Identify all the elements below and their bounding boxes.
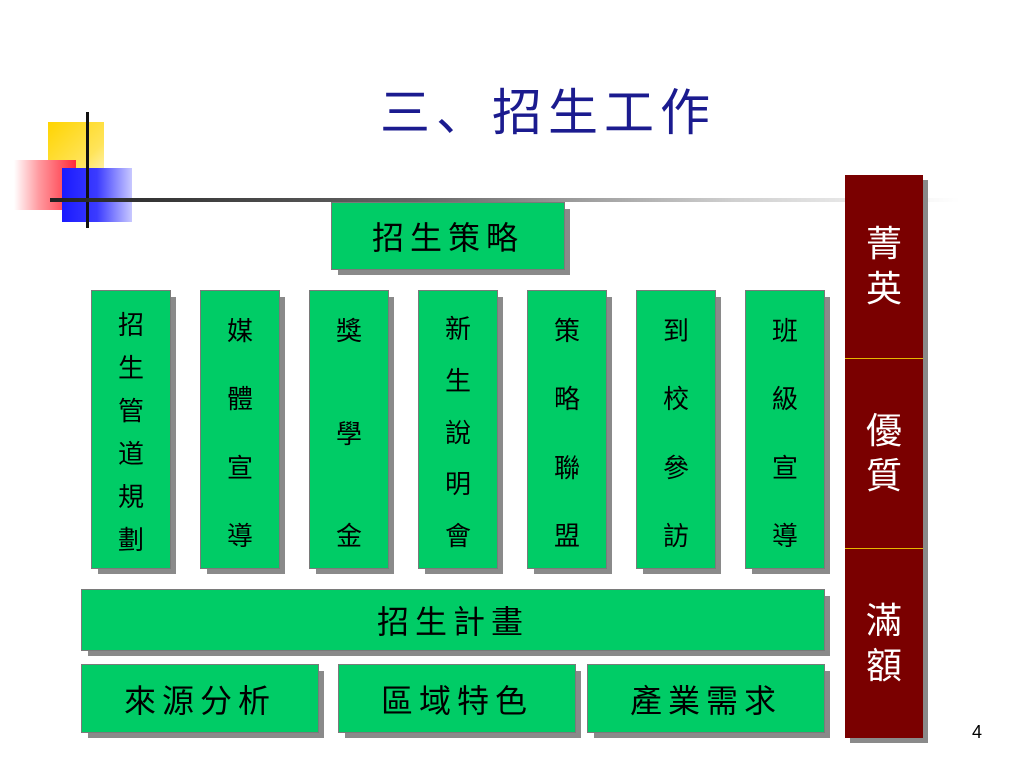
column-5: 到 校 參 訪 xyxy=(636,290,716,569)
strategy-label: 招生策略 xyxy=(371,219,524,257)
column-0: 招 生 管 道 規 劃 xyxy=(91,290,171,569)
bottom-box-label: 來源分析 xyxy=(123,681,276,720)
column-4: 策 略 聯 盟 xyxy=(527,290,607,569)
column-char: 參 xyxy=(662,453,689,484)
strategy-box: 招生策略 xyxy=(331,202,565,270)
column-char: 規 xyxy=(117,483,144,513)
column-char: 宣 xyxy=(771,453,798,484)
column-char: 金 xyxy=(335,522,362,552)
bottom-box-source-analysis: 來源分析 xyxy=(81,664,319,733)
column-char: 導 xyxy=(226,521,253,552)
column-char: 學 xyxy=(335,419,362,450)
right-panel-char: 優 xyxy=(865,410,902,452)
right-panel-full-enrollment: 滿 額 xyxy=(845,548,923,738)
plan-label: 招生計畫 xyxy=(376,603,529,641)
column-char: 管 xyxy=(117,397,144,427)
right-panel-quality: 優 質 xyxy=(845,358,923,548)
column-char: 獎 xyxy=(335,317,362,347)
column-char: 班 xyxy=(771,317,798,347)
bottom-box-regional-features: 區域特色 xyxy=(338,664,576,733)
column-char: 校 xyxy=(662,385,689,416)
slide-title: 三、招生工作 xyxy=(380,84,716,142)
column-2: 獎 學 金 xyxy=(309,290,389,569)
column-char: 會 xyxy=(444,522,471,552)
deco-vertical-line xyxy=(86,112,89,228)
column-3: 新 生 說 明 會 xyxy=(418,290,498,569)
column-char: 道 xyxy=(117,440,144,470)
column-char: 說 xyxy=(444,418,471,449)
deco-horizontal-line xyxy=(50,198,960,202)
column-char: 劃 xyxy=(117,526,144,556)
column-char: 聯 xyxy=(553,453,580,484)
right-panel-char: 滿 xyxy=(865,600,902,642)
column-char: 生 xyxy=(117,354,144,384)
column-char: 級 xyxy=(771,385,798,416)
bottom-box-label: 區域特色 xyxy=(380,681,533,720)
column-char: 導 xyxy=(771,521,798,552)
page-number: 4 xyxy=(972,722,983,742)
column-char: 到 xyxy=(662,317,689,347)
column-6: 班 級 宣 導 xyxy=(745,290,825,569)
right-panel-char: 質 xyxy=(865,455,902,497)
plan-bar: 招生計畫 xyxy=(81,589,825,651)
column-char: 策 xyxy=(553,317,580,347)
column-char: 訪 xyxy=(662,521,689,552)
column-char: 明 xyxy=(444,470,471,501)
right-panel-char: 英 xyxy=(865,268,902,310)
right-panel-elite: 菁 英 xyxy=(845,175,923,358)
column-char: 新 xyxy=(444,315,471,345)
column-char: 略 xyxy=(553,385,580,416)
bottom-box-label: 產業需求 xyxy=(629,681,782,720)
column-char: 招 xyxy=(117,311,144,341)
column-char: 宣 xyxy=(226,453,253,484)
column-char: 體 xyxy=(226,385,253,416)
column-char: 盟 xyxy=(553,521,580,552)
bottom-box-industry-demand: 產業需求 xyxy=(587,664,825,733)
column-char: 媒 xyxy=(226,317,253,347)
deco-blue-square xyxy=(62,168,132,222)
column-1: 媒 體 宣 導 xyxy=(200,290,280,569)
right-panel-char: 菁 xyxy=(865,223,902,265)
right-panel-char: 額 xyxy=(865,645,902,687)
column-char: 生 xyxy=(444,366,471,397)
